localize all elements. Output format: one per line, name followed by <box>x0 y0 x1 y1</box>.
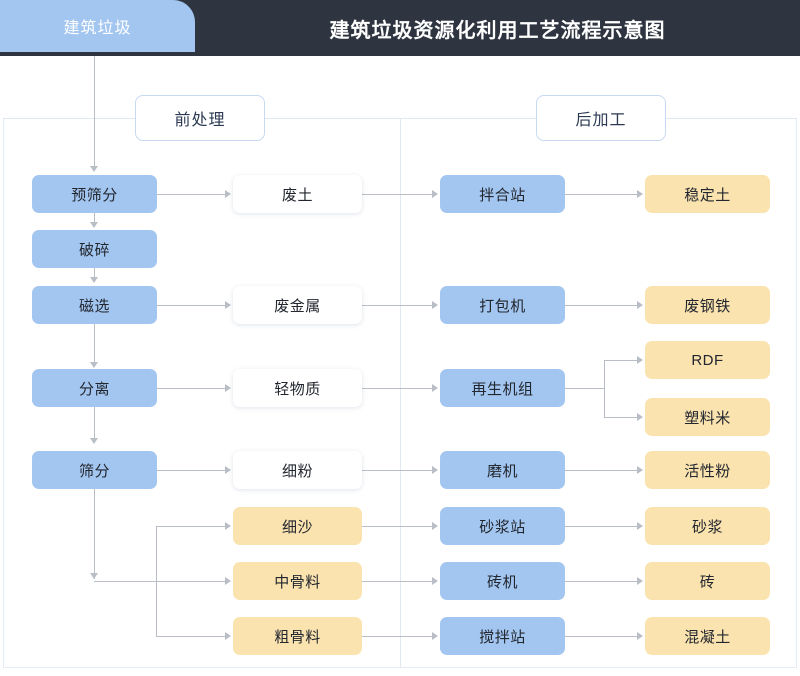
connector-bus-to-m7 <box>156 636 226 637</box>
arrowhead-bus-to-m5 <box>225 522 231 530</box>
node-machine-1[interactable]: 拌合站 <box>440 175 565 213</box>
connector-source-to-p1 <box>94 56 95 168</box>
node-material-2[interactable]: 废金属 <box>233 286 362 324</box>
arrowhead-m2-k2 <box>432 301 438 309</box>
arrowhead-m4-k4 <box>432 466 438 474</box>
connector-p2-p3 <box>94 268 95 279</box>
node-machine-4[interactable]: 磨机 <box>440 451 565 489</box>
connector-m3-k3 <box>362 388 434 389</box>
page-title: 建筑垃圾资源化利用工艺流程示意图 <box>329 19 666 42</box>
arrowhead-p2-p3 <box>90 277 98 283</box>
node-process-2[interactable]: 破碎 <box>32 230 157 268</box>
arrowhead-p5-m4 <box>225 466 231 474</box>
node-material-4[interactable]: 细粉 <box>233 451 362 489</box>
connector-bus-to-m5 <box>156 526 226 527</box>
arrowhead-m1-k1 <box>432 190 438 198</box>
arrowhead-k7-r8 <box>637 632 643 640</box>
node-machine-6[interactable]: 砖机 <box>440 562 565 600</box>
node-machine-7[interactable]: 搅拌站 <box>440 617 565 655</box>
connector-m1-k1 <box>362 194 434 195</box>
node-process-5[interactable]: 筛分 <box>32 451 157 489</box>
arrowhead-k2-r2 <box>637 301 643 309</box>
connector-k4-r5 <box>565 470 639 471</box>
node-machine-2[interactable]: 打包机 <box>440 286 565 324</box>
connector-p1-p2 <box>94 213 95 224</box>
arrowhead-k5-r6 <box>637 522 643 530</box>
connector-m6-k6 <box>362 581 434 582</box>
node-product-6[interactable]: 砂浆 <box>645 507 770 545</box>
connector-k3-split-vertical <box>604 360 605 417</box>
stage-header-pre: 前处理 <box>135 95 265 141</box>
node-machine-3[interactable]: 再生机组 <box>440 369 565 407</box>
node-material-3[interactable]: 轻物质 <box>233 369 362 407</box>
connector-p3-p4 <box>94 324 95 364</box>
connector-p3-m2 <box>157 305 227 306</box>
node-product-4[interactable]: 塑料米 <box>645 398 770 436</box>
connector-k1-r1 <box>565 194 639 195</box>
connector-k6-r7 <box>565 581 639 582</box>
arrowhead-p3-m2 <box>225 301 231 309</box>
arrowhead-m3-k3 <box>432 384 438 392</box>
node-process-4[interactable]: 分离 <box>32 369 157 407</box>
node-product-1[interactable]: 稳定土 <box>645 175 770 213</box>
arrowhead-bus-to-m6 <box>225 577 231 585</box>
arrowhead-k6-r7 <box>637 577 643 585</box>
arrowhead-split-to-r3 <box>637 356 643 364</box>
connector-bus-horizontal <box>94 581 156 582</box>
node-product-3[interactable]: RDF <box>645 341 770 379</box>
arrowhead-m5-k5 <box>432 522 438 530</box>
connector-m4-k4 <box>362 470 434 471</box>
arrowhead-p3-p4 <box>90 362 98 368</box>
connector-k2-r2 <box>565 305 639 306</box>
connector-m5-k5 <box>362 526 434 527</box>
connector-bus-to-m6 <box>156 581 226 582</box>
arrowhead-k1-r1 <box>637 190 643 198</box>
connector-p5-m4 <box>157 470 227 471</box>
arrowhead-m6-k6 <box>432 577 438 585</box>
arrowhead-p1-p2 <box>90 222 98 228</box>
arrowhead-p4-p5 <box>90 438 98 444</box>
source-tab[interactable]: 建筑垃圾 <box>0 0 195 52</box>
arrowhead-source-to-p1 <box>90 166 98 172</box>
node-process-3[interactable]: 磁选 <box>32 286 157 324</box>
node-material-6[interactable]: 中骨料 <box>233 562 362 600</box>
node-product-5[interactable]: 活性粉 <box>645 451 770 489</box>
arrowhead-bus-to-m7 <box>225 632 231 640</box>
node-product-8[interactable]: 混凝土 <box>645 617 770 655</box>
connector-k7-r8 <box>565 636 639 637</box>
arrowhead-p1-m1 <box>225 190 231 198</box>
connector-m7-k7 <box>362 636 434 637</box>
node-material-7[interactable]: 粗骨料 <box>233 617 362 655</box>
connector-p4-m3 <box>157 388 227 389</box>
connector-split-to-r3 <box>604 360 639 361</box>
connector-split-to-r4 <box>604 417 639 418</box>
arrowhead-m7-k7 <box>432 632 438 640</box>
stage-header-post: 后加工 <box>536 95 666 141</box>
connector-k3-split <box>565 388 605 389</box>
connector-p5-bus <box>94 489 95 579</box>
arrowhead-k4-r5 <box>637 466 643 474</box>
arrowhead-p4-m3 <box>225 384 231 392</box>
arrowhead-split-to-r4 <box>637 413 643 421</box>
node-product-7[interactable]: 砖 <box>645 562 770 600</box>
connector-m2-k2 <box>362 305 434 306</box>
stage-divider <box>400 118 401 668</box>
node-machine-5[interactable]: 砂浆站 <box>440 507 565 545</box>
node-material-5[interactable]: 细沙 <box>233 507 362 545</box>
arrowhead-p5-bus <box>90 573 98 579</box>
node-product-2[interactable]: 废钢铁 <box>645 286 770 324</box>
connector-k5-r6 <box>565 526 639 527</box>
connector-p4-p5 <box>94 406 95 440</box>
connector-p1-m1 <box>157 194 227 195</box>
node-process-1[interactable]: 预筛分 <box>32 175 157 213</box>
node-material-1[interactable]: 废土 <box>233 175 362 213</box>
